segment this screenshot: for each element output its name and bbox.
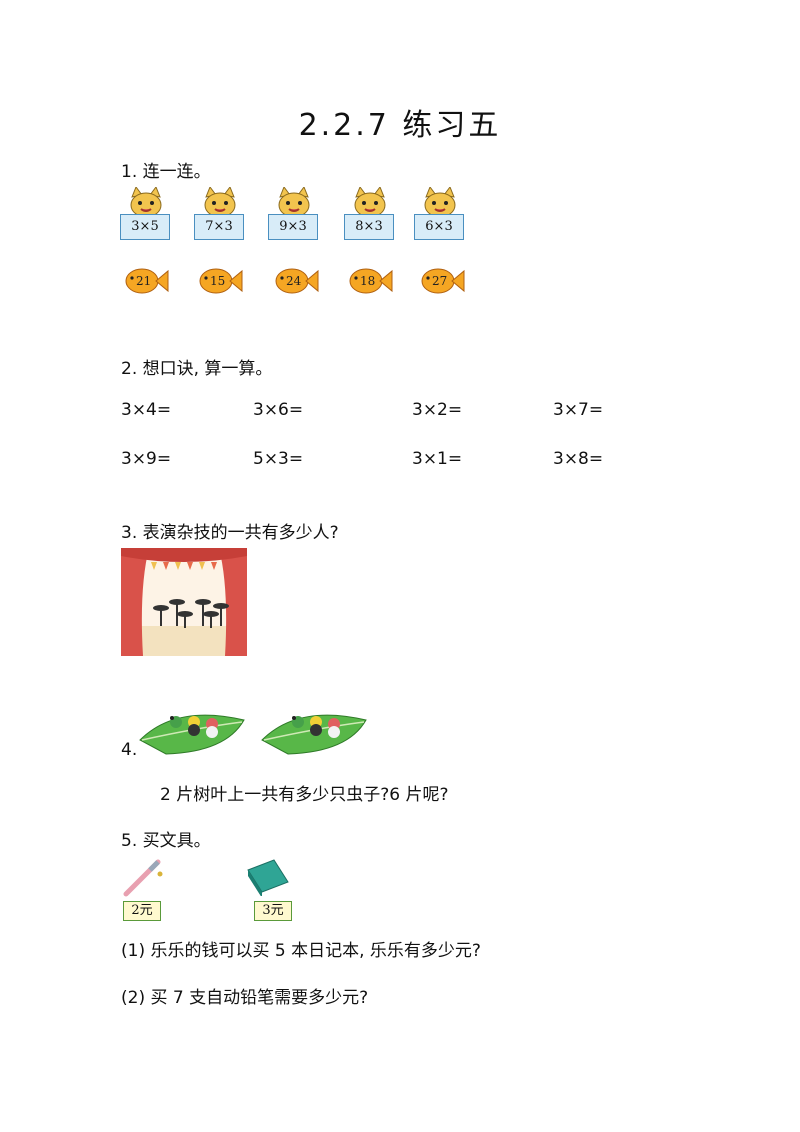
cat-icon [424,187,456,218]
calc-item: 3×1= [412,449,463,469]
fish-number: 15 [210,274,226,288]
calc-item: 3×4= [121,400,172,420]
question-3-label: 3. 表演杂技的一共有多少人? [121,523,339,543]
cat-icon [354,187,386,218]
calc-item: 3×7= [553,400,604,420]
fish-number: 18 [360,274,376,288]
question-5-label: 5. 买文具。 [121,831,211,851]
leaf-with-bugs-1 [139,714,245,755]
question-5-sub-2: (2) 买 7 支自动铅笔需要多少元? [121,988,369,1008]
fish-icon [421,268,465,294]
leaf-with-bugs-2 [261,714,367,755]
fish-number: 21 [136,274,152,288]
fish-number: 24 [286,274,302,288]
question-4-number: 4. [121,740,138,760]
notebook-price-tag: 3元 [254,901,292,921]
fish-icon [349,268,393,294]
cat-card-expression: 7×3 [194,214,244,240]
calc-item: 3×6= [253,400,304,420]
calc-item: 3×2= [412,400,463,420]
question-1-label: 1. 连一连。 [121,162,211,182]
cat-icon [204,187,236,218]
cat-card-expression: 9×3 [268,214,318,240]
question-2-label: 2. 想口诀, 算一算。 [121,359,273,379]
notebook-icon [247,859,289,896]
cat-icon [130,187,162,218]
pencil-price-tag: 2元 [123,901,161,921]
calc-item: 3×9= [121,449,172,469]
page-title: 2.2.7 练习五 [298,108,502,143]
stage-acrobatics-illustration [121,548,247,656]
cat-card-expression: 6×3 [414,214,464,240]
fish-icon [275,268,319,294]
cat-card-expression: 8×3 [344,214,394,240]
fish-icon [199,268,243,294]
fish-number: 27 [432,274,448,288]
pencil-icon [123,859,163,897]
calc-item: 5×3= [253,449,304,469]
fish-icon [125,268,169,294]
cat-card-expression: 3×5 [120,214,170,240]
calc-item: 3×8= [553,449,604,469]
question-4-text: 2 片树叶上一共有多少只虫子?6 片呢? [160,785,449,805]
question-5-sub-1: (1) 乐乐的钱可以买 5 本日记本, 乐乐有多少元? [121,941,481,961]
